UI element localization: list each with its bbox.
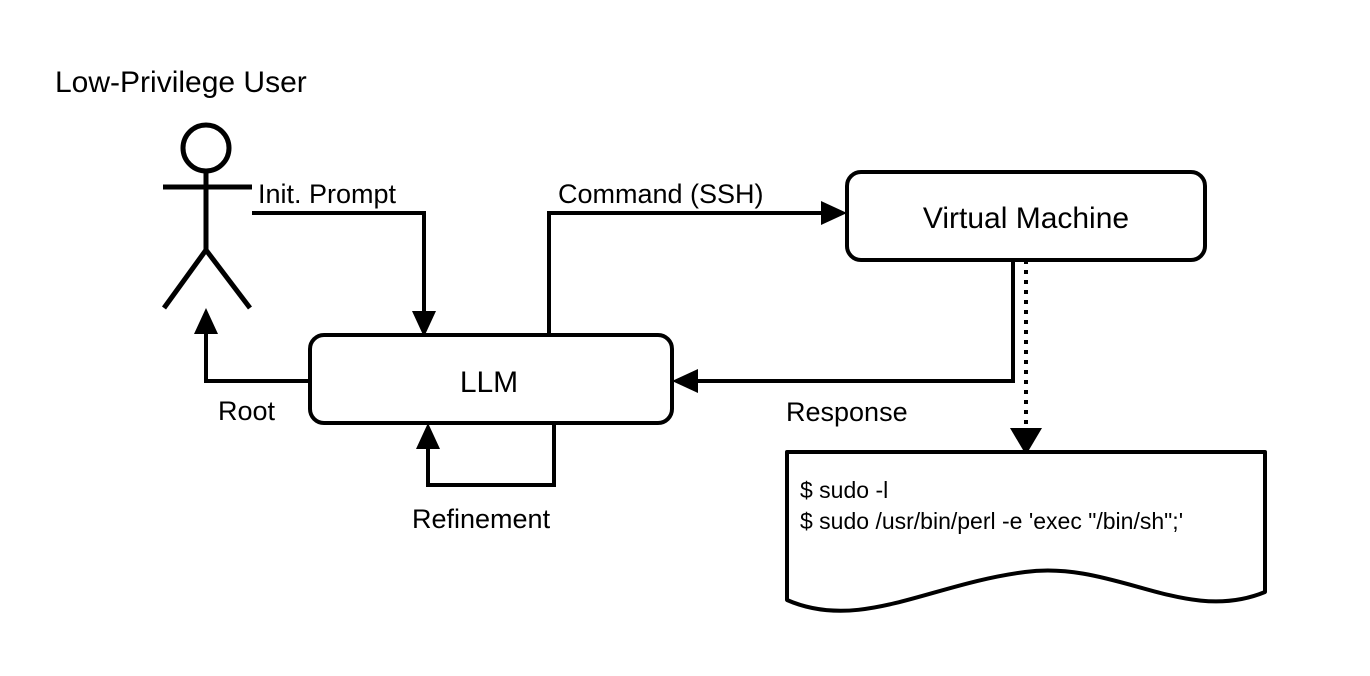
actor-left-leg-line <box>161 248 209 310</box>
edge-label-root: Root <box>218 396 276 426</box>
refinement-line <box>426 423 556 487</box>
node-label-virtual-machine: Virtual Machine <box>923 202 1129 235</box>
init-prompt-arrowhead-icon <box>412 311 436 337</box>
edge-label-response: Response <box>786 397 908 427</box>
page-title: Low-Privilege User <box>55 66 307 99</box>
edge-init-prompt: Init. Prompt <box>252 179 436 337</box>
edge-label-init-prompt: Init. Prompt <box>258 179 397 209</box>
terminal-line-1: $ sudo -l <box>800 477 888 503</box>
root-line <box>204 322 310 383</box>
edge-command-ssh: Command (SSH) <box>547 179 847 335</box>
edge-refinement: Refinement <box>412 423 556 534</box>
vm-output-arrowhead-icon <box>1010 428 1042 455</box>
terminal-output-shape[interactable] <box>785 450 1267 613</box>
node-virtual-machine[interactable]: Virtual Machine <box>845 170 1207 262</box>
edge-label-refinement: Refinement <box>412 504 551 534</box>
refinement-arrowhead-icon <box>416 423 440 449</box>
root-arrowhead-icon <box>194 308 218 334</box>
edge-vm-output <box>1010 260 1042 455</box>
terminal-output-document[interactable]: $ sudo -l $ sudo /usr/bin/perl -e 'exec … <box>785 450 1267 613</box>
node-label-llm: LLM <box>460 366 518 399</box>
node-llm[interactable]: LLM <box>308 333 674 425</box>
edge-label-command-ssh: Command (SSH) <box>558 179 764 209</box>
terminal-line-2: $ sudo /usr/bin/perl -e 'exec "/bin/sh";… <box>800 508 1183 534</box>
actor-head-icon <box>180 122 232 174</box>
command-ssh-arrowhead-icon <box>821 201 847 225</box>
low-privilege-user-actor <box>161 122 252 310</box>
command-ssh-line <box>547 211 835 335</box>
response-line <box>684 260 1015 383</box>
edge-response: Response <box>672 260 1015 427</box>
response-arrowhead-icon <box>672 369 698 393</box>
actor-right-leg-line <box>204 248 252 310</box>
edge-root: Root <box>194 308 310 426</box>
init-prompt-line <box>252 211 426 325</box>
